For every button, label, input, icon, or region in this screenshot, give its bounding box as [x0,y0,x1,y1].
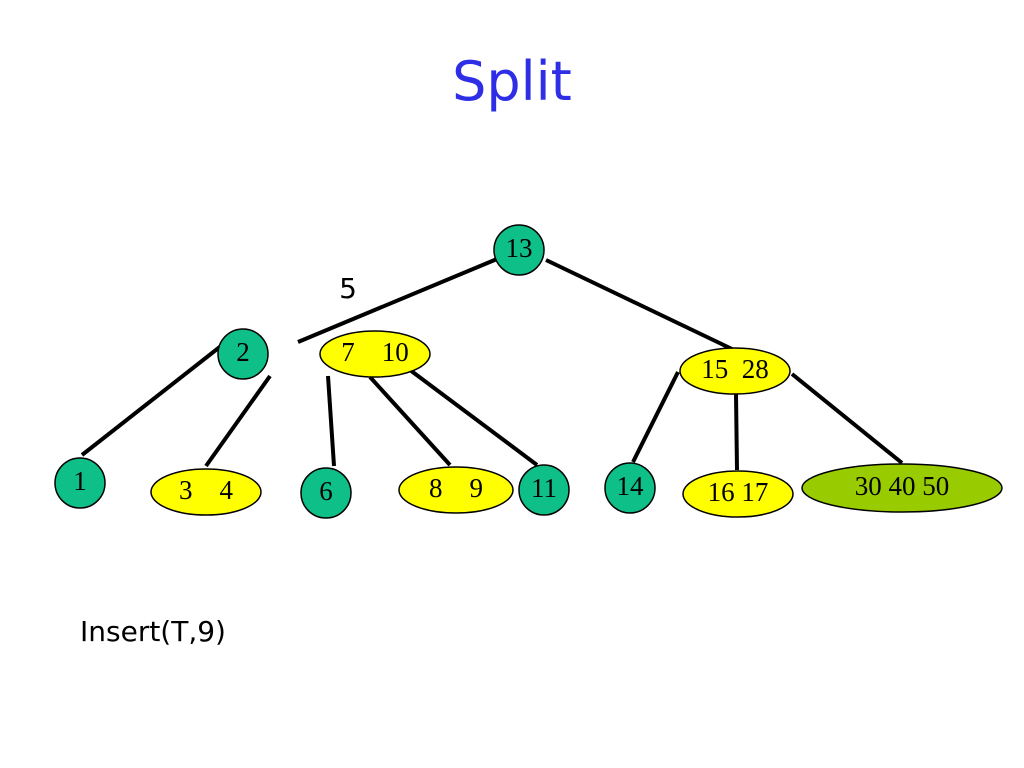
edge-n7-10-to-n11 [408,368,539,467]
node-label-n3-4: 3 4 [179,475,234,505]
tree-node-n1: 1 [54,457,106,509]
node-label-n15-28: 15 28 [701,354,769,384]
node-label-n13: 13 [506,233,533,263]
tree-node-n3-4: 3 4 [150,468,262,516]
node-shape-n11 [518,464,570,516]
node-shape-n1 [54,457,106,509]
tree-node-n14: 14 [604,462,656,514]
node-shape-n14 [604,462,656,514]
node-label-n8-9: 8 9 [429,473,483,503]
tree-node-n11: 11 [518,464,570,516]
nodes-layer: 13 2 7 10 15 28 1 3 4 6 8 9 11 14 16 17 30 40 50 [54,224,1003,519]
tree-node-n7-10: 7 10 [319,330,431,378]
edge-n2-to-n1 [80,344,223,457]
tree-node-n15-28: 15 28 [679,347,791,395]
edges-layer [80,257,904,471]
tree-node-n30-40-50: 30 40 50 [801,463,1003,513]
node-label-n16-17: 16 17 [708,477,769,507]
tree-node-n16-17: 16 17 [682,470,794,518]
slide-title: Split [452,50,572,113]
edge-n2-to-n3-4 [204,374,272,468]
tree-node-n8-9: 8 9 [398,466,514,514]
node-label-n7-10: 7 10 [341,337,409,367]
node-label-n6: 6 [319,476,333,506]
node-label-n1: 1 [73,466,87,496]
node-shape-n30-40-50 [801,463,1003,513]
node-shape-n7-10 [319,330,431,378]
node-label-n30-40-50: 30 40 50 [855,471,950,501]
node-shape-n6 [300,467,352,519]
tree-node-n6: 6 [300,467,352,519]
operation-caption: Insert(T,9) [80,615,226,648]
node-label-n2: 2 [236,337,250,367]
node-shape-n13 [493,224,545,276]
node-shape-n2 [217,328,269,380]
edge-n15-28-to-n14 [631,371,680,463]
edge-n15-28-to-n30-40-50 [790,372,904,465]
node-shape-n3-4 [150,468,262,516]
tree-node-n13: 13 [493,224,545,276]
edge-n13-to-n2 [297,257,498,344]
node-label-n11: 11 [531,473,557,503]
node-label-n14: 14 [617,471,645,501]
node-shape-n8-9 [398,466,514,514]
node-shape-n15-28 [679,347,791,395]
edge-n15-28-to-n16-17 [734,393,739,471]
edge-n7-10-to-n8-9 [368,375,452,467]
node-shape-n16-17 [682,470,794,518]
edge-n7-10-to-n6 [326,375,336,467]
tree-node-n2: 2 [217,328,269,380]
floating-key-label: 5 [339,272,357,305]
edge-n13-to-n15-28 [545,258,733,351]
